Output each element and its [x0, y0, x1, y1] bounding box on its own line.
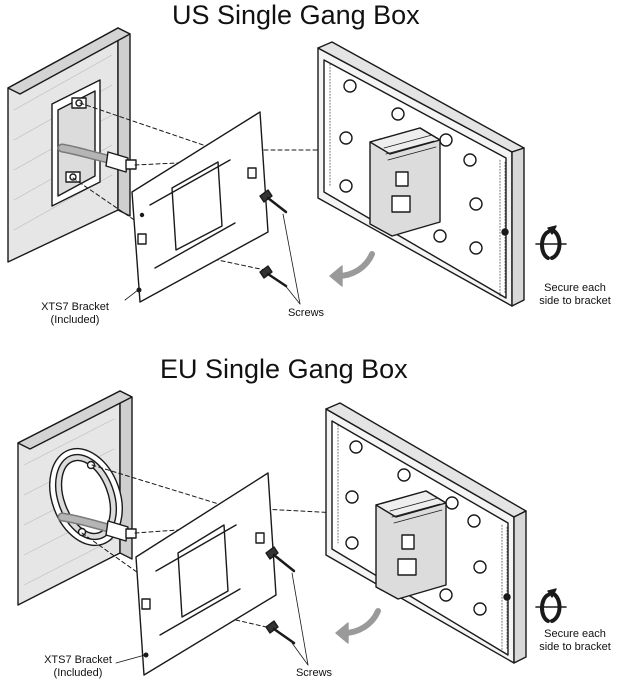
eu-xts7-bracket — [135, 472, 277, 676]
bracket-label-line2: (Included) — [50, 314, 100, 326]
us-section-title: US Single Gang Box — [172, 0, 420, 30]
curved-arrow-icon — [341, 608, 381, 636]
secure-label-line1: Secure each — [544, 282, 606, 294]
screw-icon — [265, 546, 296, 573]
eu-section-title: EU Single Gang Box — [160, 354, 408, 384]
rotation-arrow-icon — [535, 225, 567, 260]
us-network-cable — [57, 143, 137, 173]
bracket-label-line1: XTS7 Bracket — [44, 654, 112, 666]
us-secure-label: Secure each side to bracket — [528, 282, 622, 308]
eu-bracket-label: XTS7 Bracket (Included) — [33, 654, 123, 680]
curved-arrow-icon — [335, 251, 375, 279]
eu-secure-label: Secure each side to bracket — [528, 628, 622, 654]
curved-arrow-head — [329, 265, 343, 287]
screw-icon — [259, 189, 288, 214]
us-xts7-bracket — [131, 111, 269, 303]
eu-touch-panel — [325, 402, 527, 664]
eu-installation-diagram — [17, 390, 567, 676]
screw-icon — [259, 265, 288, 288]
us-gang-box — [51, 79, 101, 207]
rotation-arrow-icon — [535, 588, 567, 623]
bracket-label-line2: (Included) — [53, 667, 103, 679]
secure-label-line2: side to bracket — [539, 295, 611, 307]
secure-label-line1: Secure each — [544, 628, 606, 640]
us-bracket-label: XTS7 Bracket (Included) — [30, 301, 120, 327]
eu-network-cable — [57, 512, 137, 542]
bracket-label-line1: XTS7 Bracket — [41, 301, 109, 313]
us-touch-panel — [317, 41, 525, 307]
secure-label-line2: side to bracket — [539, 641, 611, 653]
screw-icon — [265, 620, 296, 645]
eu-screws-label: Screws — [295, 667, 333, 679]
us-section: US Single Gang Box — [7, 0, 622, 327]
us-installation-diagram — [7, 27, 567, 307]
us-screws-label: Screws — [287, 307, 325, 319]
eu-section: EU Single Gang Box — [0, 345, 622, 690]
curved-arrow-head — [335, 622, 349, 644]
